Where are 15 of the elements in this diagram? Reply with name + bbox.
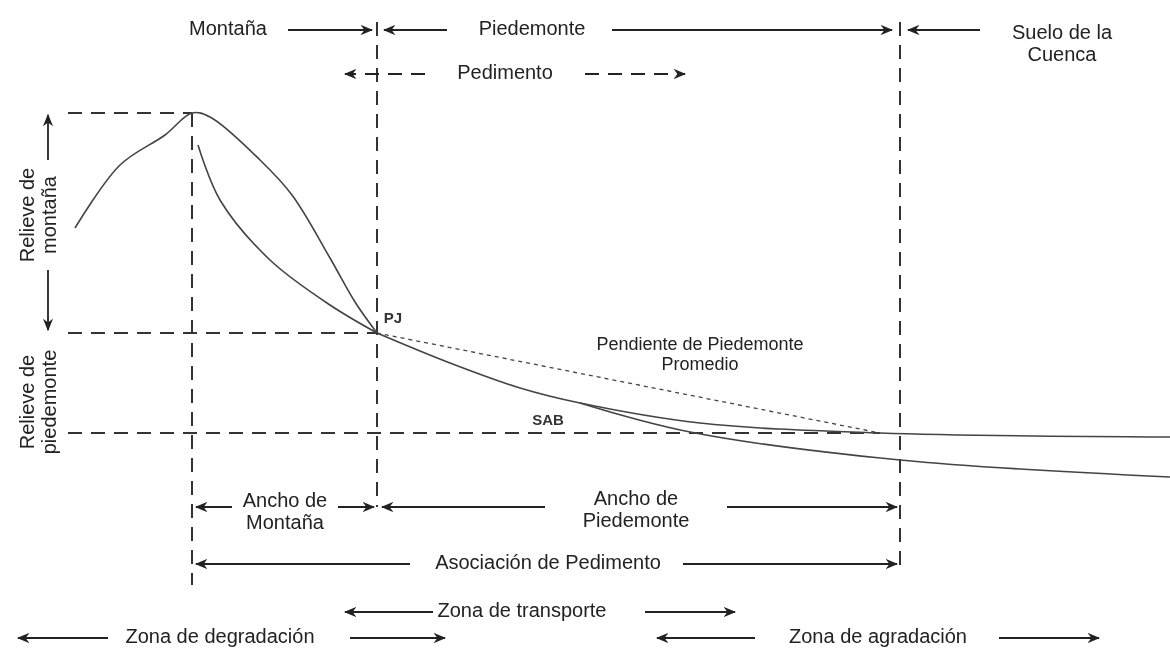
zone-label: Asociación de Pedimento	[434, 551, 662, 573]
point-label: PJ	[382, 309, 404, 327]
zone-label: Relieve de montaña	[16, 166, 60, 265]
zone-label: Suelo de la Cuenca	[1010, 21, 1114, 65]
zone-label: Montaña	[188, 17, 268, 39]
zone-label: Ancho de Montaña	[241, 489, 329, 533]
zone-label: Relieve de piedemonte	[16, 348, 60, 457]
zone-label: Ancho de Piedemonte	[581, 487, 691, 531]
zone-label: Piedemonte	[477, 17, 587, 39]
zone-label: Zona de transporte	[436, 599, 608, 621]
point-label: SAB	[531, 411, 565, 429]
zone-label: Pedimento	[456, 61, 554, 83]
zone-label: Zona de degradación	[124, 625, 316, 647]
zone-label: Zona de agradación	[788, 625, 968, 647]
zone-label: Pendiente de Piedemonte Promedio	[595, 335, 805, 375]
